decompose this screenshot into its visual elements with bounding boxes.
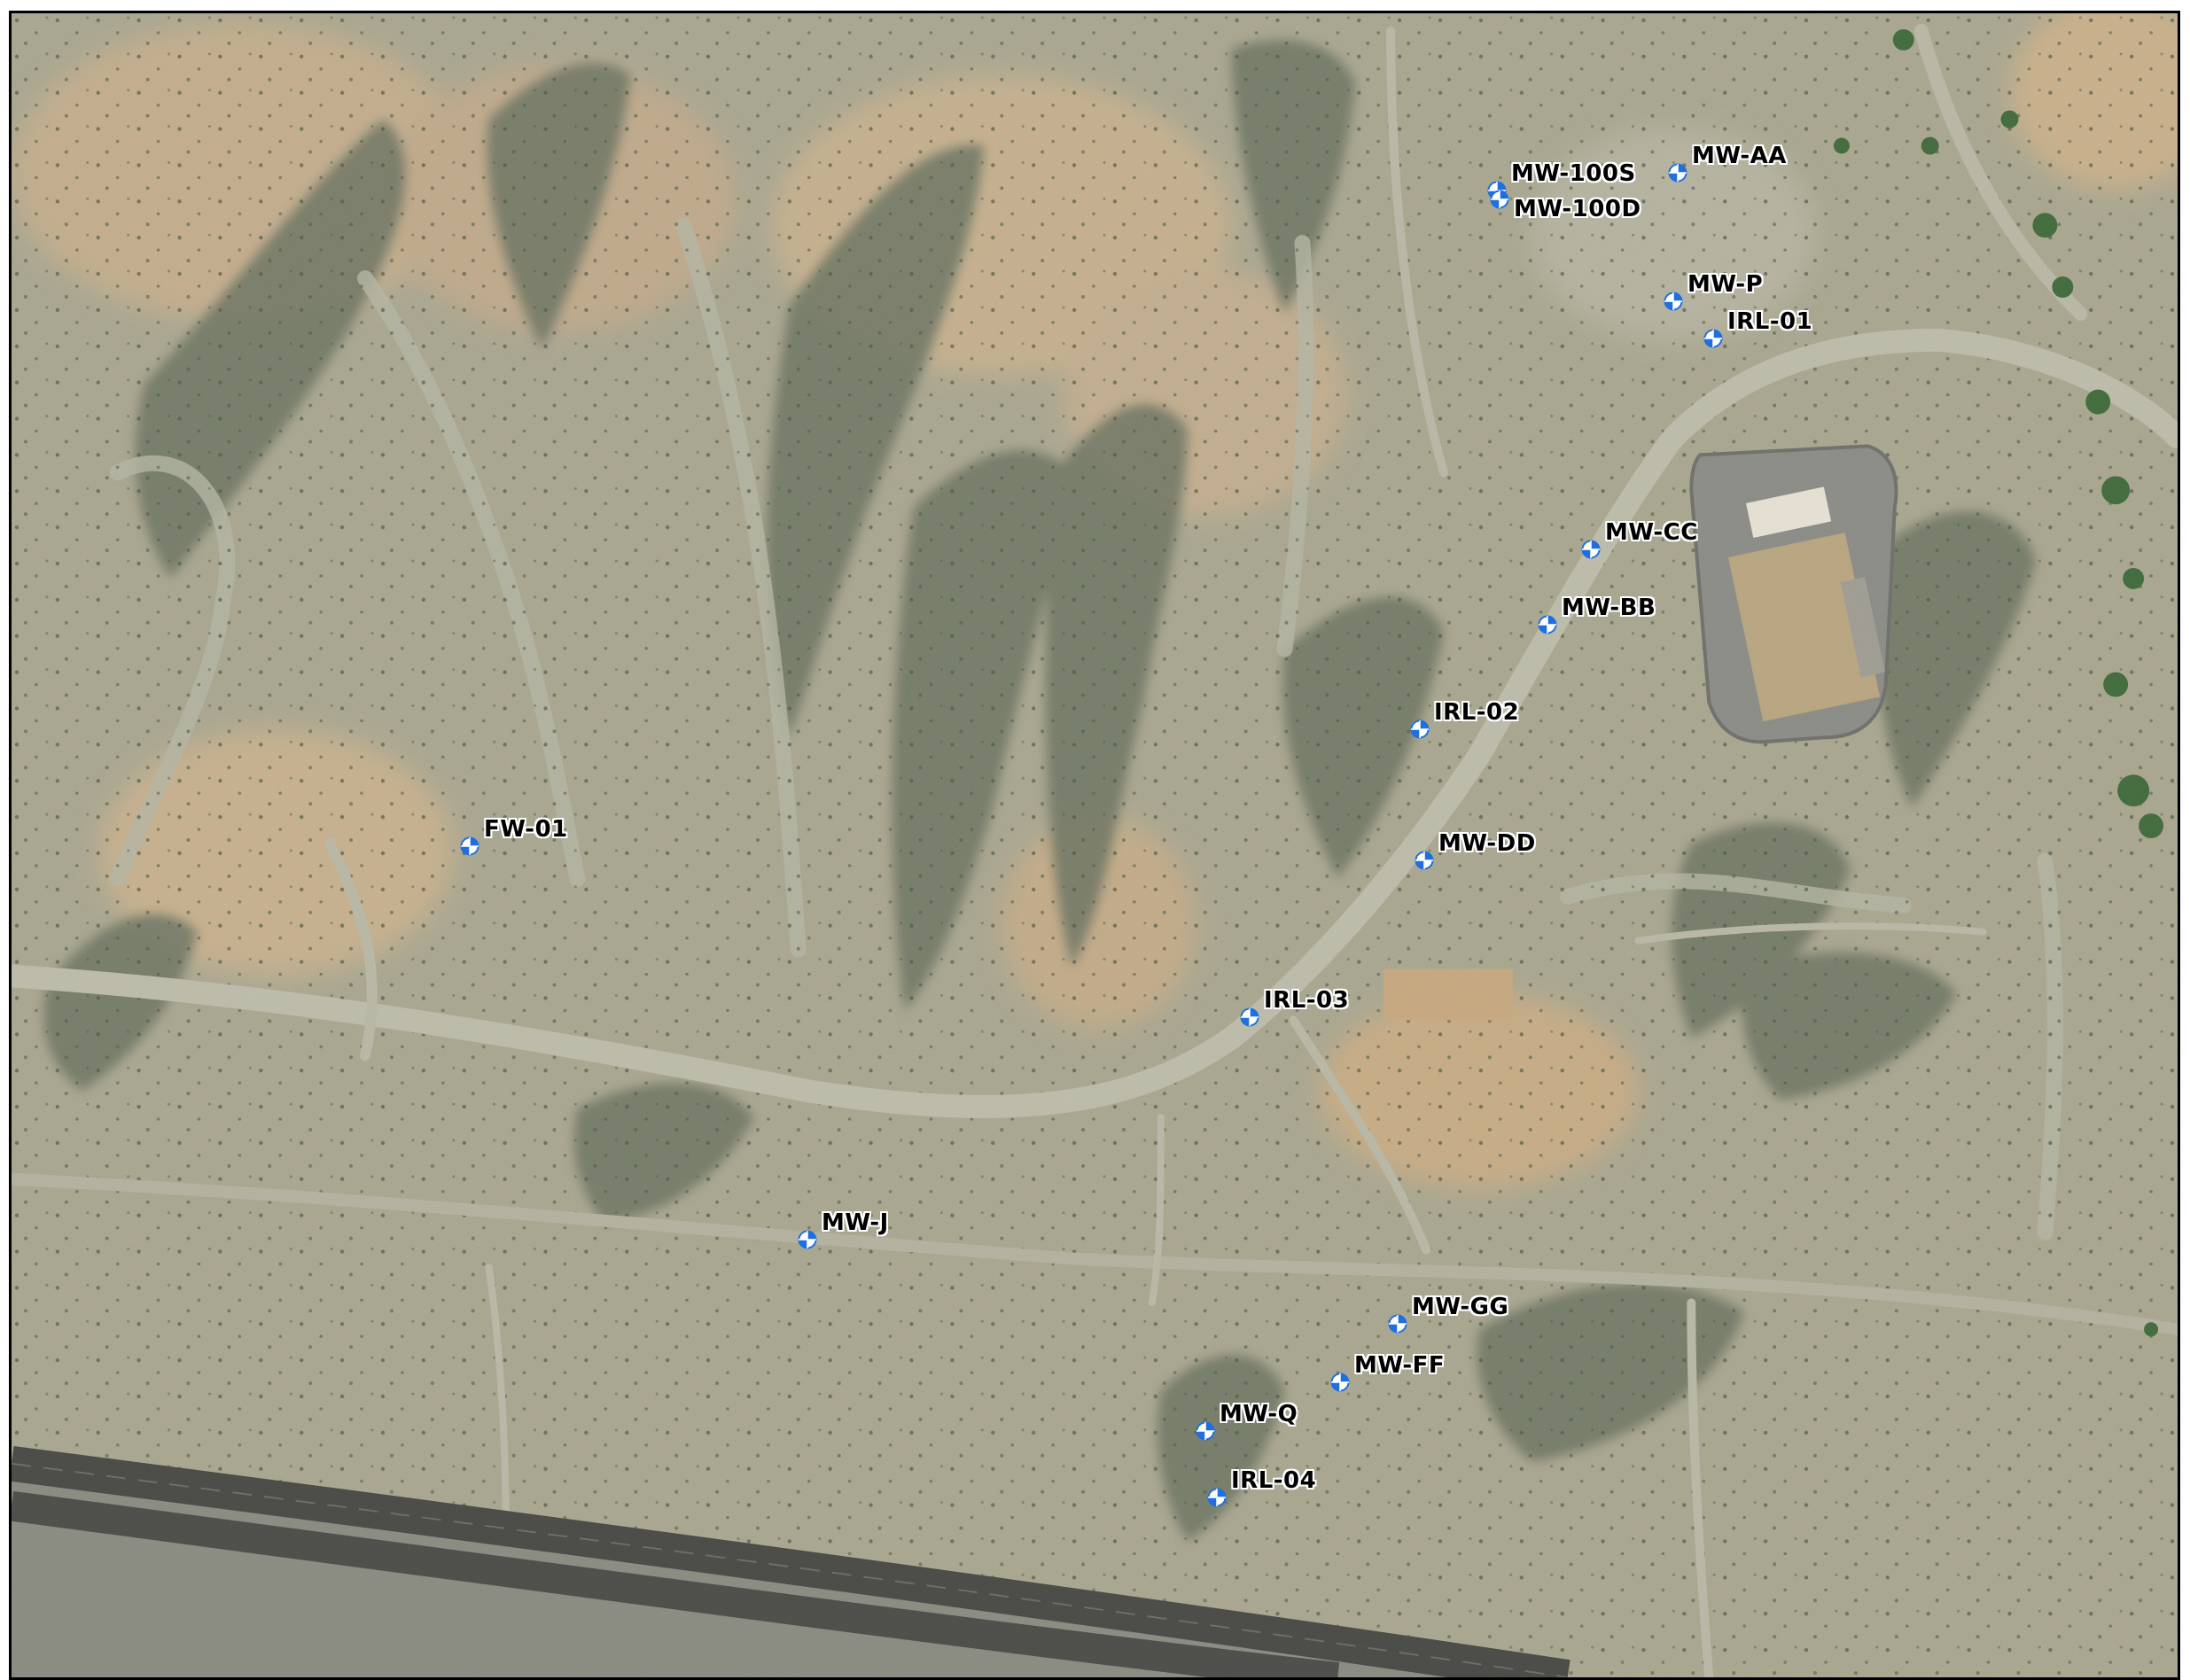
monitoring-well-icon [1415, 851, 1434, 870]
aerial-imagery [12, 13, 2178, 1677]
well-label: IRL-04 [1231, 1467, 1317, 1494]
well-label: IRL-02 [1434, 699, 1520, 726]
well-label: MW-AA [1692, 143, 1787, 169]
well-label: MW-CC [1605, 519, 1698, 546]
monitoring-well-icon [1330, 1373, 1350, 1392]
well-label: MW-FF [1354, 1352, 1446, 1379]
well-label: MW-BB [1562, 595, 1656, 621]
monitoring-well-icon [1196, 1421, 1215, 1441]
monitoring-well-icon [1668, 163, 1687, 183]
well-label: MW-100D [1514, 196, 1641, 222]
monitoring-well-icon [1388, 1314, 1407, 1334]
monitoring-well-icon [1207, 1488, 1227, 1507]
monitoring-well-icon [1538, 615, 1557, 634]
monitoring-well-icon [1703, 329, 1723, 348]
well-label: MW-P [1687, 271, 1764, 298]
monitoring-well-icon [1240, 1007, 1259, 1027]
image-grain [12, 13, 2178, 1677]
well-label: MW-DD [1438, 830, 1536, 857]
monitoring-well-icon [1664, 292, 1683, 311]
monitoring-well-icon [798, 1230, 817, 1249]
well-label: IRL-03 [1264, 987, 1350, 1014]
well-label: MW-GG [1412, 1294, 1509, 1320]
well-label: MW-100S [1511, 160, 1636, 187]
well-label: MW-J [822, 1209, 889, 1236]
well-label: MW-Q [1220, 1401, 1298, 1427]
monitoring-well-icon [1410, 719, 1430, 739]
well-label: FW-01 [484, 816, 568, 843]
monitoring-well-icon [460, 836, 479, 856]
monitoring-well-icon [1490, 190, 1509, 209]
monitoring-well-icon [1581, 540, 1601, 559]
well-label: IRL-01 [1727, 308, 1813, 335]
